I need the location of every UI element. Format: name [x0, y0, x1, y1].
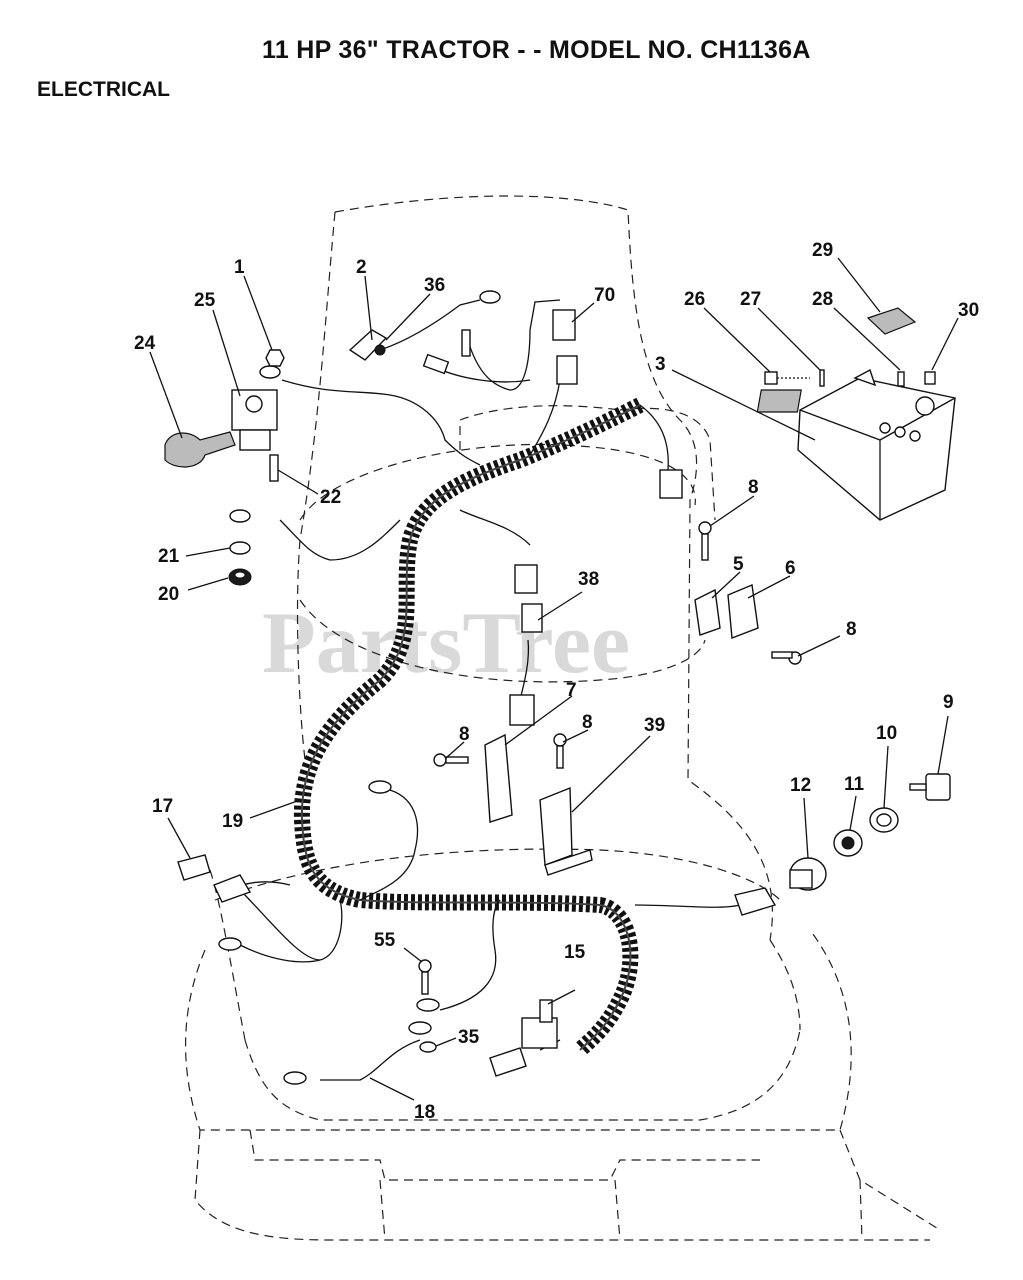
- callout-22: 22: [320, 487, 341, 508]
- callout-labels: 1 2 36 70 25 24 22 21 20 29 30 26 27 28 …: [134, 240, 979, 1123]
- bracket-39-part: [539, 786, 593, 876]
- callout-6: 6: [785, 558, 796, 579]
- callout-8c: 8: [459, 724, 470, 745]
- callout-36: 36: [424, 275, 445, 296]
- callout-19: 19: [222, 811, 243, 832]
- page-title: 11 HP 36" TRACTOR - - MODEL NO. CH1136A: [262, 36, 811, 64]
- leader-lines: [149, 257, 959, 1101]
- callout-12: 12: [790, 775, 811, 796]
- callout-18: 18: [414, 1102, 435, 1123]
- callout-21: 21: [158, 546, 180, 567]
- callout-25: 25: [194, 290, 216, 311]
- callout-26: 26: [684, 289, 705, 310]
- bracket-5-part: [694, 588, 721, 636]
- callout-8a: 8: [748, 477, 759, 498]
- callout-17: 17: [152, 796, 173, 817]
- tractor-outline: [185, 195, 941, 1241]
- switch-15-part: [489, 999, 558, 1077]
- callout-11: 11: [844, 774, 865, 795]
- bolt-22-part: [269, 454, 279, 482]
- nut-10-part: [869, 807, 899, 833]
- nut-20-part: [228, 568, 252, 586]
- bezel-11-part: [833, 829, 863, 857]
- callout-20: 20: [158, 584, 179, 605]
- nut-part: [265, 349, 285, 367]
- callout-9: 9: [943, 692, 954, 713]
- callout-39: 39: [644, 715, 665, 736]
- callout-38: 38: [578, 569, 599, 590]
- callout-15: 15: [564, 942, 586, 963]
- callout-10: 10: [876, 723, 897, 744]
- switch-7-part: [484, 733, 513, 823]
- callout-27: 27: [740, 289, 761, 310]
- callout-8b: 8: [846, 619, 857, 640]
- callout-8d: 8: [582, 712, 593, 733]
- callout-35: 35: [458, 1027, 480, 1048]
- ignition-switch-12-part: [789, 857, 827, 891]
- callout-7: 7: [566, 680, 577, 701]
- fuse-17-part: [177, 854, 252, 903]
- callout-2: 2: [356, 257, 367, 278]
- callout-3: 3: [655, 354, 666, 375]
- callout-29: 29: [812, 240, 833, 261]
- terminal-boot-part: [164, 431, 236, 468]
- battery-hardware-part: [764, 368, 936, 387]
- ring-terminals: [218, 290, 501, 1085]
- section-title: ELECTRICAL: [37, 78, 170, 101]
- callout-28: 28: [812, 289, 833, 310]
- solenoid-part: [231, 389, 278, 451]
- screw-8-parts: [418, 521, 802, 995]
- callout-1: 1: [234, 257, 245, 278]
- washer-21-part: [229, 541, 251, 555]
- watermark: PartsTree: [262, 595, 630, 692]
- connectors: [422, 309, 777, 916]
- callout-24: 24: [134, 333, 156, 354]
- ground-terminal-2-part: [348, 329, 388, 361]
- callout-30: 30: [958, 300, 979, 321]
- callout-70: 70: [594, 285, 615, 306]
- washer-35-part: [419, 1041, 437, 1053]
- battery-cover-29-part: [866, 307, 917, 335]
- battery-part: [756, 377, 956, 521]
- callout-5: 5: [733, 554, 744, 575]
- coiled-harness: [293, 397, 644, 1056]
- relay-6-part: [727, 584, 759, 639]
- callout-55: 55: [374, 930, 396, 951]
- key-9-part: [909, 773, 951, 801]
